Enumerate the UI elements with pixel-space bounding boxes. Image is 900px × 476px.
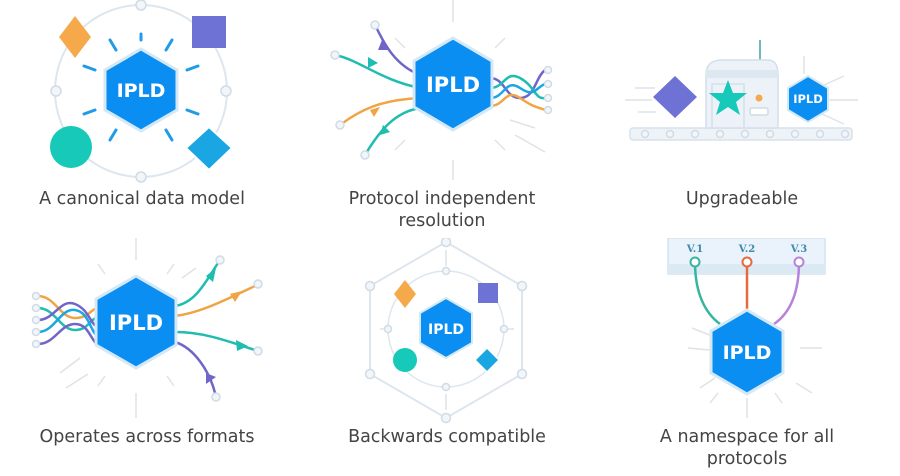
hex-label: IPLD — [109, 311, 163, 335]
feature-protocol-independent-resolution: IPLD Protocol independent resolution — [300, 0, 600, 238]
ring-nodes — [383, 266, 509, 392]
ipld-hexagon-small: IPLD — [787, 74, 829, 124]
ipld-hexagon: IPLD — [412, 36, 494, 132]
canonical-data-model-illustration: IPLD — [50, 0, 234, 183]
orbit-node — [135, 0, 147, 11]
outgoing-arrowheads — [206, 268, 248, 384]
endpoint-nodes-right — [543, 65, 553, 115]
caption-line-1: A namespace for all — [659, 427, 835, 447]
braided-paths — [37, 294, 101, 348]
upgradeable-illustration: IPLD — [625, 40, 858, 141]
caption-protocol-independent-resolution: Protocol independent resolution — [292, 188, 592, 232]
orange-diamond-icon — [59, 16, 91, 58]
upgrade-machine — [705, 40, 779, 129]
endpoint-nodes-left — [31, 291, 41, 349]
purple-square-icon — [192, 16, 226, 48]
orange-diamond-icon — [394, 280, 416, 308]
purple-square-icon — [478, 283, 498, 303]
caption-line-1: Protocol independent — [348, 189, 536, 209]
hex-label: IPLD — [426, 73, 480, 97]
namespace-illustration: V.1 V.2 V.3 IPLD — [667, 238, 826, 418]
caption-line-2: protocols — [706, 449, 788, 469]
conveyor-belt — [629, 127, 853, 141]
incoming-paths — [334, 24, 421, 156]
caption-line-2: resolution — [398, 211, 486, 231]
braided-paths — [489, 69, 546, 112]
ipld-hexagon: IPLD — [94, 274, 178, 370]
caption-upgradeable: Upgradeable — [685, 189, 799, 209]
motion-lines — [625, 56, 858, 125]
feature-backwards-compatible: IPLD Backwards compatible — [300, 238, 600, 476]
incoming-arrowheads — [368, 40, 390, 135]
endpoint-nodes — [330, 20, 380, 160]
purple-diamond-icon — [653, 76, 697, 118]
backwards-compatible-illustration: IPLD — [364, 238, 528, 424]
feature-operates-across-formats: IPLD Operates across formats — [0, 238, 300, 476]
ray-lines — [380, 250, 514, 410]
orbit-node — [220, 85, 232, 97]
orbit-node — [50, 85, 62, 97]
background-rays — [394, 0, 546, 180]
feature-namespace-for-all-protocols: V.1 V.2 V.3 IPLD — [600, 238, 900, 476]
teal-circle-icon — [393, 348, 417, 372]
caption-namespace-for-all-protocols: A namespace for all protocols — [597, 426, 897, 470]
ipld-hexagon: IPLD — [103, 47, 179, 133]
outgoing-paths — [174, 262, 256, 394]
background-rays — [59, 238, 197, 418]
protocol-resolution-illustration: IPLD — [330, 0, 553, 180]
hex-label: IPLD — [793, 92, 823, 106]
endpoint-nodes-right — [211, 255, 263, 402]
version-label-2: V.2 — [738, 244, 755, 255]
version-connectors — [693, 261, 801, 326]
hex-label: IPLD — [428, 322, 464, 338]
hex-label: IPLD — [723, 342, 772, 364]
blue-diamond-icon — [184, 125, 234, 172]
ray-dashes — [82, 32, 200, 142]
background-rays — [687, 327, 822, 418]
feature-canonical-data-model: IPLD A canonical data model — [0, 0, 300, 238]
caption-operates-across-formats: Operates across formats — [39, 427, 255, 447]
caption-canonical-data-model: A canonical data model — [39, 189, 245, 209]
teal-star-icon — [709, 80, 747, 115]
version-label-3: V.3 — [790, 244, 807, 255]
hex-label: IPLD — [117, 80, 166, 102]
hexagon-nodes — [364, 238, 528, 424]
teal-circle-icon — [50, 126, 92, 168]
version-label-1: V.1 — [686, 244, 703, 255]
operates-across-formats-illustration: IPLD — [31, 238, 263, 418]
orbit-node — [135, 171, 147, 183]
ipld-hexagon: IPLD — [709, 308, 785, 396]
ipld-hexagon: IPLD — [419, 296, 473, 360]
blue-diamond-icon — [473, 346, 501, 374]
version-nodes — [689, 256, 805, 268]
caption-backwards-compatible: Backwards compatible — [348, 427, 546, 447]
feature-upgradeable: IPLD Upgradeable — [600, 0, 900, 238]
